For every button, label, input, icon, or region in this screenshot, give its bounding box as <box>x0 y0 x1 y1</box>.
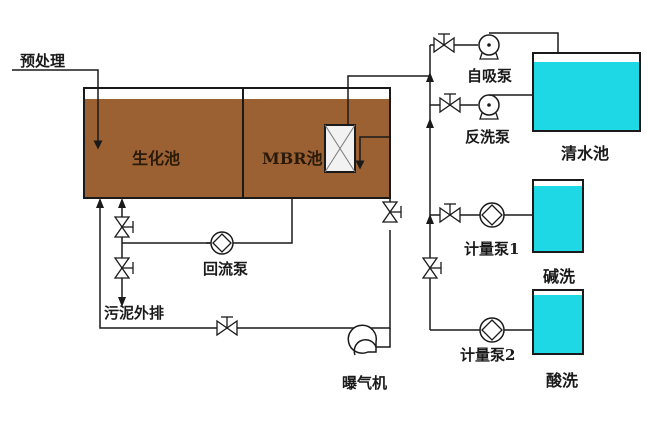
valve-icon[interactable] <box>421 257 442 279</box>
alkali-wash-tank <box>532 179 584 253</box>
sludge-line <box>113 198 134 307</box>
blower-icon[interactable] <box>347 324 391 356</box>
valve-icon[interactable] <box>216 316 238 337</box>
valve-icon[interactable] <box>439 93 461 114</box>
alkali-wash-label: 碱洗 <box>543 267 576 286</box>
acid-wash-label: 酸洗 <box>546 371 579 390</box>
metering-pump-2-label: 计量泵2 <box>460 346 516 364</box>
acid-dosing-branch <box>430 317 533 343</box>
clean-water-tank <box>532 52 641 132</box>
main-header-pipe <box>426 45 434 330</box>
backwash-pump-label: 反洗泵 <box>465 128 511 146</box>
blower-label: 曝气机 <box>342 374 388 392</box>
backwash-branch <box>430 93 533 120</box>
return-sludge-pipe <box>122 198 293 255</box>
metering-pump-icon[interactable] <box>479 317 505 343</box>
clean-water-tank-label: 清水池 <box>561 144 610 163</box>
mbr-tank-label: MBR池 <box>262 149 323 168</box>
metering-pump-1-label: 计量泵1 <box>464 240 520 258</box>
centrifugal-pump-icon[interactable] <box>478 94 500 120</box>
valve-icon[interactable] <box>381 201 402 223</box>
return-pump-label: 回流泵 <box>203 260 249 278</box>
valve-icon[interactable] <box>113 257 134 279</box>
alkali-dosing-branch <box>430 202 533 228</box>
pretreatment-label: 预处理 <box>20 52 66 70</box>
bio-aeration-pipe <box>96 198 402 337</box>
valve-icon[interactable] <box>433 33 455 54</box>
sludge-discharge-label: 污泥外排 <box>104 304 165 322</box>
permeate-pipe <box>347 75 430 125</box>
self-priming-pump-label: 自吸泵 <box>467 67 513 85</box>
pretreatment-inlet-pipe <box>12 69 103 150</box>
acid-wash-tank <box>532 289 584 355</box>
metering-pump-icon[interactable] <box>479 202 505 228</box>
centrifugal-pump-icon[interactable] <box>478 34 500 60</box>
membrane-module <box>324 124 356 173</box>
valve-icon[interactable] <box>439 203 461 224</box>
mbr-aeration-pipe <box>355 136 391 218</box>
metering-pump-icon[interactable] <box>206 231 234 255</box>
bio-tank-label: 生化池 <box>132 149 181 168</box>
valve-icon[interactable] <box>113 216 134 238</box>
